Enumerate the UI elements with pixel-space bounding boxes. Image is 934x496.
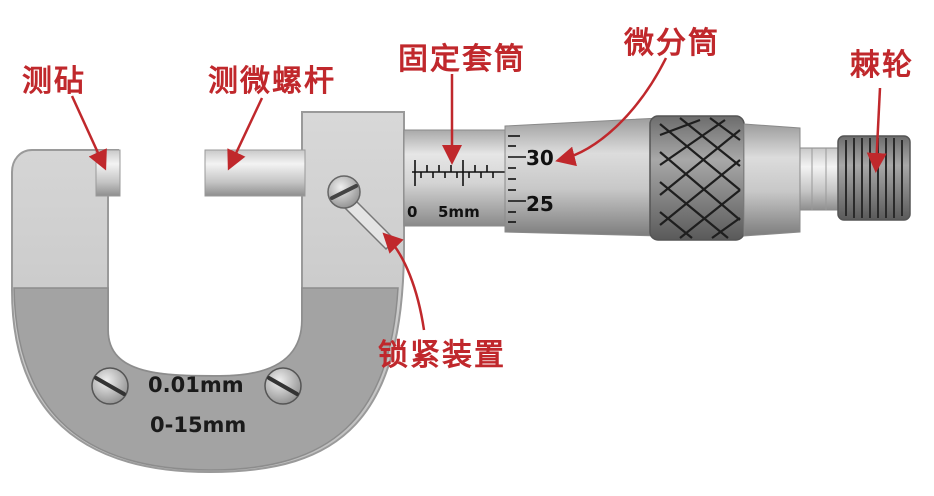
arrow-ratchet — [866, 87, 887, 173]
label-sleeve: 固定套筒 — [398, 42, 526, 77]
frame-screw-right — [264, 367, 302, 405]
arrow-thimble — [555, 57, 668, 167]
lock-lever — [327, 175, 397, 251]
ratchet — [837, 135, 911, 221]
arrow-spindle — [227, 97, 264, 171]
arrow-lock — [382, 232, 426, 331]
thimble-upper-label: 30 — [526, 146, 554, 170]
ratchet-neck — [799, 147, 841, 211]
rear-barrel — [743, 123, 801, 237]
label-spindle: 测微螺杆 — [208, 64, 336, 99]
sleeve-zero-label: 0 — [407, 203, 418, 221]
frame-range: 0-15mm — [150, 413, 247, 437]
thimble-lower-label: 25 — [526, 192, 554, 216]
arrow-anvil — [70, 95, 107, 171]
thimble-scale — [508, 135, 526, 223]
thimble-knurl — [649, 115, 745, 241]
label-anvil: 测砧 — [22, 64, 86, 99]
frame-screw-left — [91, 367, 129, 405]
thimble — [504, 117, 661, 237]
frame-resolution: 0.01mm — [148, 373, 244, 397]
label-thimble: 微分筒 — [624, 26, 720, 61]
sleeve-five-label: 5mm — [438, 203, 480, 221]
label-lock: 锁紧装置 — [378, 338, 506, 373]
annotation-arrows — [70, 57, 887, 331]
spindle — [204, 149, 306, 197]
label-ratchet: 棘轮 — [850, 48, 914, 83]
sleeve-scale — [412, 160, 510, 186]
